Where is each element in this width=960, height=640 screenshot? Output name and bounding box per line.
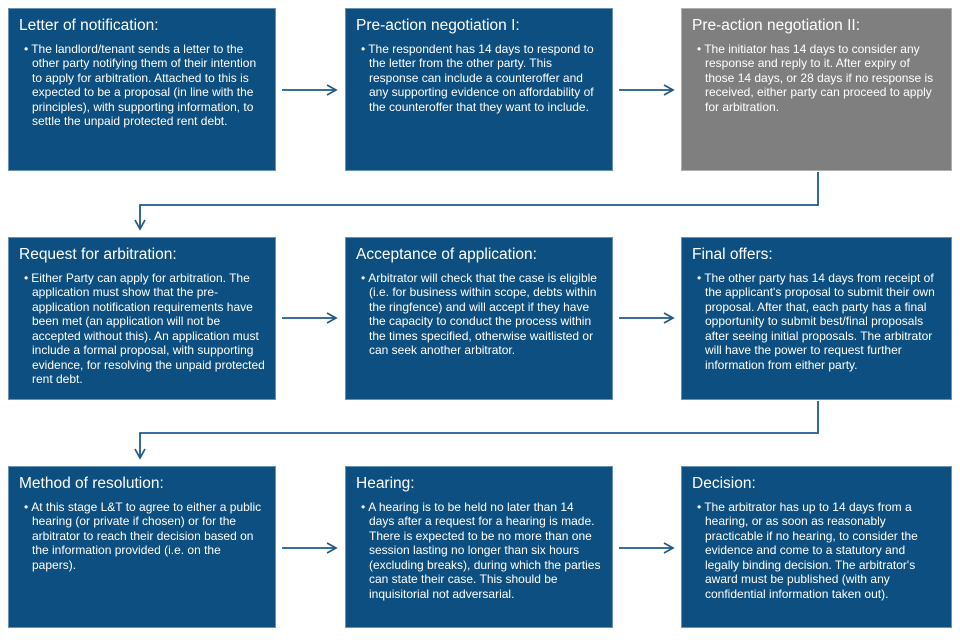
box-body-text: Arbitrator will check that the case is e… (368, 270, 597, 358)
box-body: •The initiator has 14 days to consider a… (692, 42, 941, 115)
box-body: •Either Party can apply for arbitration.… (19, 271, 265, 387)
box-body: •A hearing is to be held no later than 1… (356, 500, 602, 602)
bullet-marker: • (24, 270, 29, 285)
box-title: Method of resolution: (19, 475, 164, 492)
flow-box-request-for-arbitration: Request for arbitration: •Either Party c… (8, 237, 276, 400)
elbow-connector-row2-row3 (134, 401, 819, 460)
flow-box-hearing: Hearing: •A hearing is to be held no lat… (345, 466, 613, 628)
bullet-marker: • (24, 499, 29, 514)
elbow-connector-row1-row2 (134, 172, 819, 231)
box-title: Pre-action negotiation II: (692, 17, 861, 34)
bullet-marker: • (697, 41, 702, 56)
flow-box-acceptance-of-application: Acceptance of application: •Arbitrator w… (345, 237, 613, 400)
box-body-text: A hearing is to be held no later than 14… (368, 499, 601, 601)
box-body-text: Either Party can apply for arbitration. … (31, 270, 265, 387)
box-body-text: At this stage L&T to agree to either a p… (31, 499, 262, 572)
box-title: Final offers: (692, 246, 773, 263)
box-body-text: The initiator has 14 days to consider an… (704, 41, 934, 114)
box-body-text: The respondent has 14 days to respond to… (368, 41, 594, 114)
box-body-text: The arbitrator has up to 14 days from a … (704, 499, 918, 601)
box-body: •The landlord/tenant sends a letter to t… (19, 42, 265, 129)
box-body: •The respondent has 14 days to respond t… (356, 42, 602, 115)
box-body: •The arbitrator has up to 14 days from a… (692, 500, 941, 602)
bullet-marker: • (361, 41, 366, 56)
box-title: Decision: (692, 475, 756, 492)
flow-box-final-offers: Final offers: •The other party has 14 da… (681, 237, 952, 400)
box-body-text: The landlord/tenant sends a letter to th… (31, 41, 257, 129)
bullet-marker: • (361, 499, 366, 514)
box-title: Pre-action negotiation I: (356, 17, 520, 34)
flow-box-decision: Decision: •The arbitrator has up to 14 d… (681, 466, 952, 628)
box-title: Hearing: (356, 475, 415, 492)
bullet-marker: • (361, 270, 366, 285)
bullet-marker: • (697, 270, 702, 285)
bullet-marker: • (697, 499, 702, 514)
flow-box-letter-of-notification: Letter of notification: •The landlord/te… (8, 8, 276, 171)
flow-box-pre-action-negotiation-2: Pre-action negotiation II: •The initiato… (681, 8, 952, 171)
box-title: Letter of notification: (19, 17, 159, 34)
box-title: Request for arbitration: (19, 246, 177, 263)
flow-box-method-of-resolution: Method of resolution: •At this stage L&T… (8, 466, 276, 628)
box-body: •Arbitrator will check that the case is … (356, 271, 602, 358)
bullet-marker: • (24, 41, 29, 56)
box-body-text: The other party has 14 days from receipt… (704, 270, 935, 372)
flow-box-pre-action-negotiation-1: Pre-action negotiation I: •The responden… (345, 8, 613, 171)
box-body: •The other party has 14 days from receip… (692, 271, 941, 373)
box-title: Acceptance of application: (356, 246, 537, 263)
box-body: •At this stage L&T to agree to either a … (19, 500, 265, 573)
